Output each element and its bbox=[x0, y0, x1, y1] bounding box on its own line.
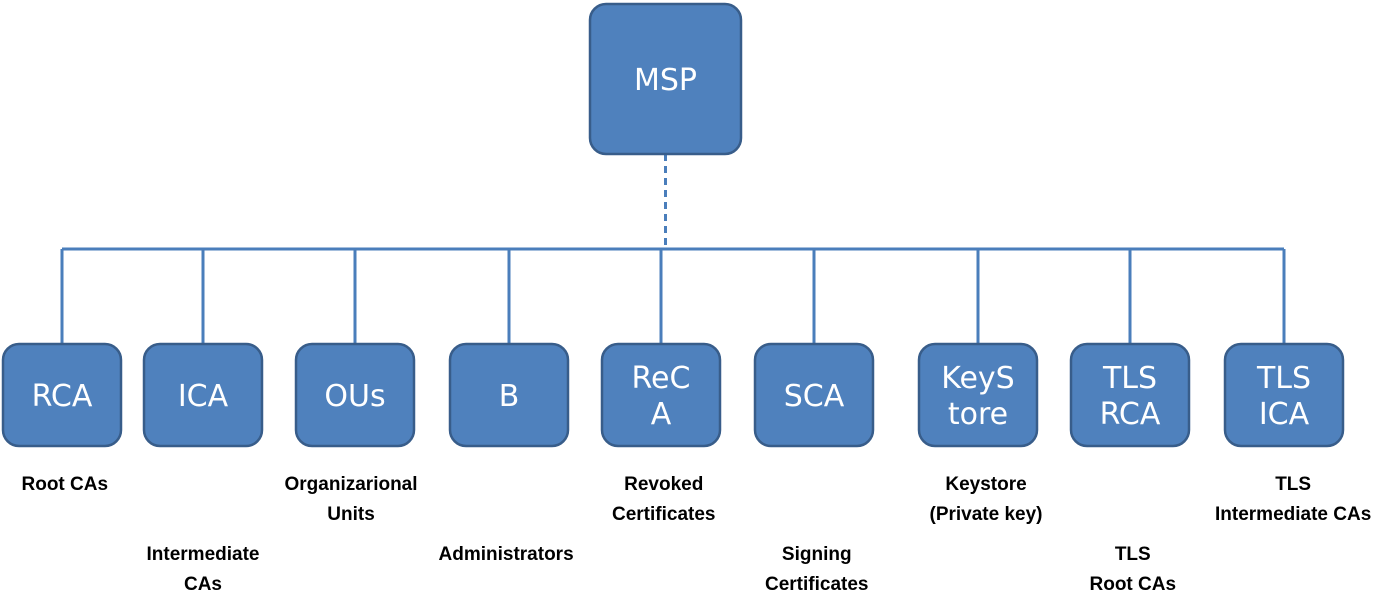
caption-line: Administrators bbox=[438, 544, 574, 565]
box-sca-shape bbox=[753, 342, 875, 448]
caption-line: Intermediate CAs bbox=[1215, 504, 1372, 525]
caption-tlsrca: TLS Root CAs bbox=[1090, 540, 1177, 600]
connectors bbox=[60, 154, 1286, 344]
box-b-shape bbox=[448, 342, 570, 448]
box-reca-shape bbox=[600, 342, 722, 448]
msp-box-shape bbox=[588, 2, 743, 156]
box-ica-shape bbox=[142, 342, 264, 448]
box-keystore-shape bbox=[917, 342, 1039, 448]
caption-rca: Root CAs bbox=[22, 470, 109, 500]
caption-line: TLS bbox=[1114, 544, 1151, 565]
box-b-text: B bbox=[499, 379, 520, 414]
caption-line: Intermediate bbox=[146, 544, 260, 565]
caption-line: TLS bbox=[1275, 474, 1312, 495]
caption-line: Certificates bbox=[612, 504, 716, 525]
box-sca-text: SCA bbox=[784, 379, 845, 414]
box-ous-shape bbox=[294, 342, 416, 448]
caption-line: Revoked bbox=[624, 474, 704, 495]
caption-b: Administrators bbox=[439, 540, 574, 570]
msp-box-text: MSP bbox=[634, 63, 697, 98]
box-rca: RCA bbox=[1, 342, 123, 448]
box-rca-text: RCA bbox=[32, 379, 93, 414]
box-keystore-text: KeyS bbox=[941, 361, 1014, 396]
caption-line: Signing bbox=[781, 544, 852, 565]
box-b: B bbox=[448, 342, 570, 448]
box-tlsrca-shape bbox=[1069, 342, 1191, 448]
caption-line: Root CAs bbox=[1089, 574, 1177, 595]
box-tlsica-text: TLS bbox=[1256, 361, 1311, 396]
box-ica: ICA bbox=[142, 342, 264, 448]
caption-tlsica: TLS Intermediate CAs bbox=[1215, 470, 1371, 530]
box-ous-text: OUs bbox=[324, 379, 385, 414]
caption-line: Root CAs bbox=[21, 474, 109, 495]
box-ous: OUs bbox=[294, 342, 416, 448]
box-keystore-text: tore bbox=[948, 397, 1008, 432]
box-sca: SCA bbox=[753, 342, 875, 448]
box-tlsica-shape bbox=[1223, 342, 1345, 448]
msp-root-node: MSP bbox=[588, 2, 743, 156]
caption-line: (Private key) bbox=[929, 504, 1043, 525]
caption-line: CAs bbox=[183, 574, 222, 595]
box-rca-shape bbox=[1, 342, 123, 448]
box-tlsrca-text: TLS bbox=[1102, 361, 1157, 396]
box-tlsrca-text: RCA bbox=[1100, 397, 1161, 432]
caption-line: Keystore bbox=[945, 474, 1027, 495]
box-reca-text: ReC bbox=[632, 361, 691, 396]
box-tlsica-text: ICA bbox=[1259, 397, 1310, 432]
caption-line: Certificates bbox=[765, 574, 869, 595]
caption-line: Organizarional bbox=[284, 474, 418, 495]
msp-box: MSP bbox=[588, 2, 743, 156]
box-ica-text: ICA bbox=[178, 379, 229, 414]
box-reca-text: A bbox=[651, 397, 672, 432]
caption-line: Units bbox=[327, 504, 375, 525]
caption-keystore: Keystore (Private key) bbox=[930, 470, 1043, 530]
